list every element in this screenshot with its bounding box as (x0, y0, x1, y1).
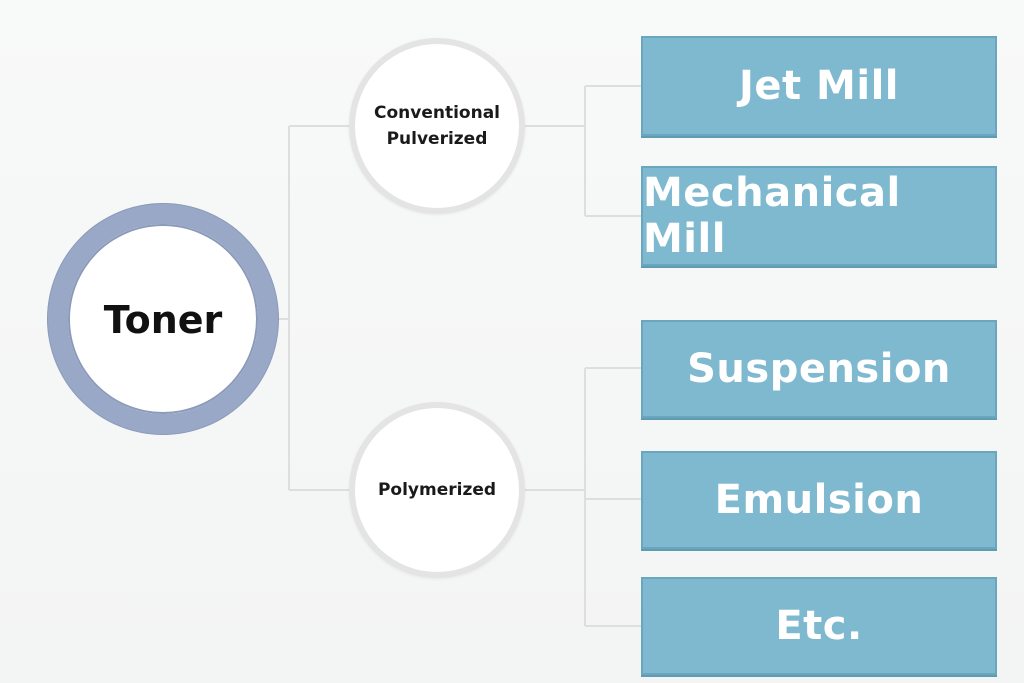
leaf-node-mechanical-mill: Mechanical Mill (641, 166, 997, 266)
branch-node-label: Polymerized (377, 480, 497, 500)
branch-node-label: Conventional Pulverized (373, 103, 500, 149)
leaf-node-label: Emulsion (714, 477, 924, 523)
leaf-node-jet-mill: Jet Mill (641, 36, 997, 136)
leaf-node-label: Mechanical Mill (643, 170, 901, 262)
leaf-node-emulsion: Emulsion (641, 451, 997, 549)
leaf-node-label: Jet Mill (739, 63, 899, 109)
leaf-node-label: Suspension (687, 346, 951, 392)
root-node-toner: Toner (48, 204, 278, 434)
leaf-node-label: Etc. (775, 603, 863, 649)
branch-node-polymerized: Polymerized (349, 402, 525, 578)
leaf-node-suspension: Suspension (641, 320, 997, 418)
branch-node-conventional-pulverized: Conventional Pulverized (349, 38, 525, 214)
root-node-label: Toner (103, 298, 223, 342)
leaf-node-etc: Etc. (641, 577, 997, 675)
